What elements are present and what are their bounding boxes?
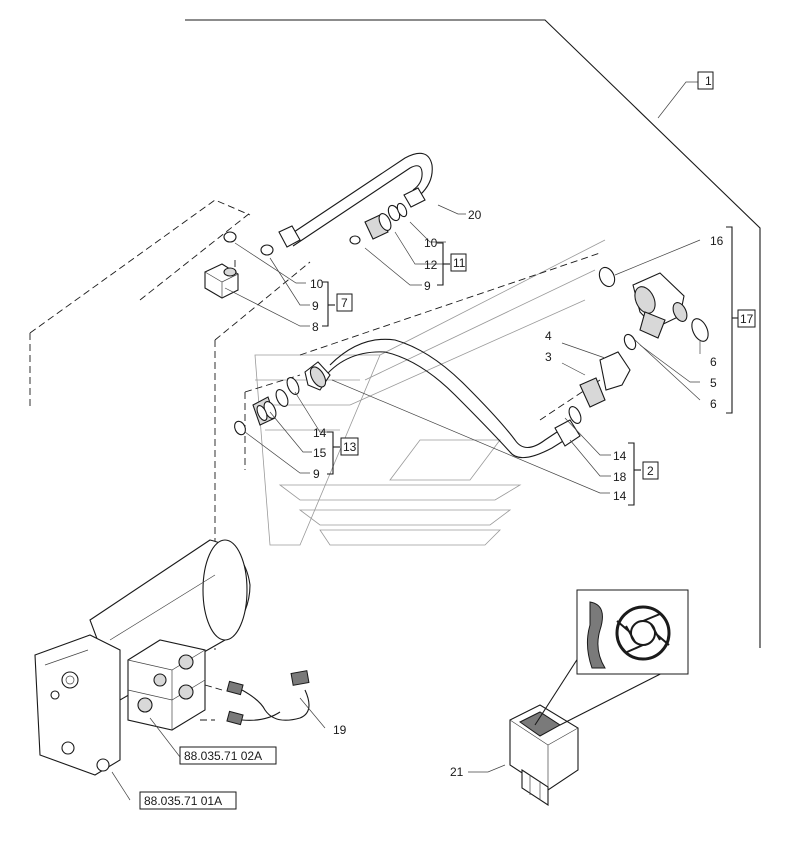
rocker-switch-21 — [509, 654, 689, 807]
callout-11: 11 — [453, 256, 466, 270]
callout-4: 4 — [545, 329, 552, 343]
callout-9-top: 9 — [424, 279, 431, 293]
callout-20: 20 — [468, 208, 482, 222]
pipe-20 — [278, 152, 433, 248]
fitting-group-11 — [364, 202, 408, 240]
callout-17: 17 — [740, 312, 754, 326]
callout-9-bottom: 9 — [313, 467, 320, 481]
callout-14-bottom: 14 — [613, 489, 627, 503]
callout-7: 7 — [341, 296, 348, 310]
switch-symbol-inset — [576, 589, 689, 675]
callout-6-bottom: 6 — [710, 397, 717, 411]
callout-5: 5 — [710, 376, 717, 390]
callout-19: 19 — [333, 723, 347, 737]
callout-8: 8 — [312, 320, 319, 334]
hose-18 — [304, 338, 581, 459]
mounting-bracket — [34, 634, 121, 776]
callout-14-left: 14 — [313, 426, 327, 440]
callout-labels: 1 20 10 12 11 9 10 9 7 8 14 15 13 9 4 3 … — [139, 71, 756, 810]
callout-6-top: 6 — [710, 355, 717, 369]
background-arrow-graphic — [254, 239, 606, 546]
fitting-group-7 — [204, 231, 361, 299]
fitting-group-13 — [234, 377, 300, 436]
valve-block — [127, 639, 206, 731]
callout-21: 21 — [450, 765, 464, 779]
callout-13: 13 — [343, 440, 357, 454]
callout-10-right: 10 — [424, 236, 438, 250]
callout-10-left: 10 — [310, 277, 324, 291]
harness-19 — [226, 670, 310, 726]
reference-upper: 88.035.71 02A — [184, 749, 262, 763]
callout-2: 2 — [647, 464, 654, 478]
callout-1: 1 — [705, 74, 712, 88]
group-brackets — [322, 226, 738, 506]
callout-12: 12 — [424, 258, 438, 272]
callout-9-left: 9 — [312, 299, 319, 313]
callout-14-mid: 14 — [613, 449, 627, 463]
callout-16: 16 — [710, 234, 724, 248]
leader-lines — [111, 204, 701, 801]
tee-fitting-17 — [598, 266, 709, 351]
fitting-group-2 — [568, 351, 631, 424]
callout-3: 3 — [545, 350, 552, 364]
callout-15: 15 — [313, 446, 327, 460]
assembly-frame-lines — [185, 19, 761, 648]
callout-18: 18 — [613, 470, 627, 484]
reference-lower: 88.035.71 01A — [144, 794, 222, 808]
harvester-reel-icon — [615, 605, 671, 661]
